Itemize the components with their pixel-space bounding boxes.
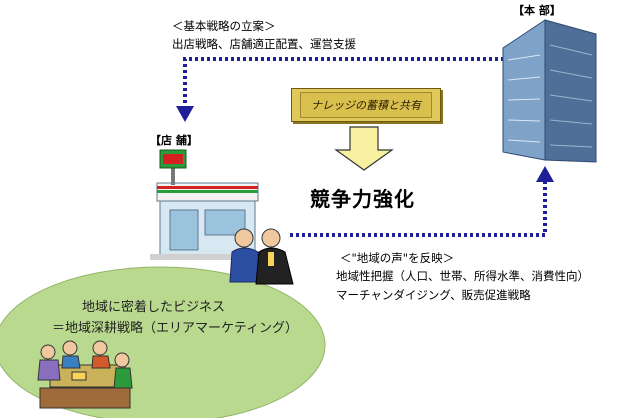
strategy-heading: ＜基本戦略の立案＞ [172, 19, 276, 33]
hq-label: 【本 部】 [513, 4, 561, 17]
knowledge-box: ナレッジの蓄積と共有 [291, 88, 441, 122]
strategy-arrow [176, 57, 510, 122]
strategy-detail: 出店戦略、店舗適正配置、運営支援 [172, 37, 356, 51]
region-line1: 地域に密着したビジネス [82, 300, 226, 315]
result-label: 競争力強化 [310, 187, 415, 211]
region-line2: ＝地域深耕戦略（エリアマーケティング） [52, 321, 298, 336]
hq-building-icon [502, 19, 597, 163]
feedback-line2: マーチャンダイジング、販売促進戦略 [336, 288, 531, 302]
meeting-people-icon [37, 340, 133, 409]
store-label: 【店 舗】 [150, 134, 198, 147]
store-building-icon [150, 149, 265, 260]
feedback-arrow [290, 166, 554, 237]
feedback-heading: ＜"地域の声"を反映＞ [340, 251, 455, 265]
knowledge-label: ナレッジの蓄積と共有 [300, 92, 432, 118]
result-down-arrow [334, 126, 394, 171]
feedback-line1: 地域性把握（人口、世帯、所得水準、消費性向） [336, 269, 589, 283]
businessmen-icon [229, 228, 294, 285]
